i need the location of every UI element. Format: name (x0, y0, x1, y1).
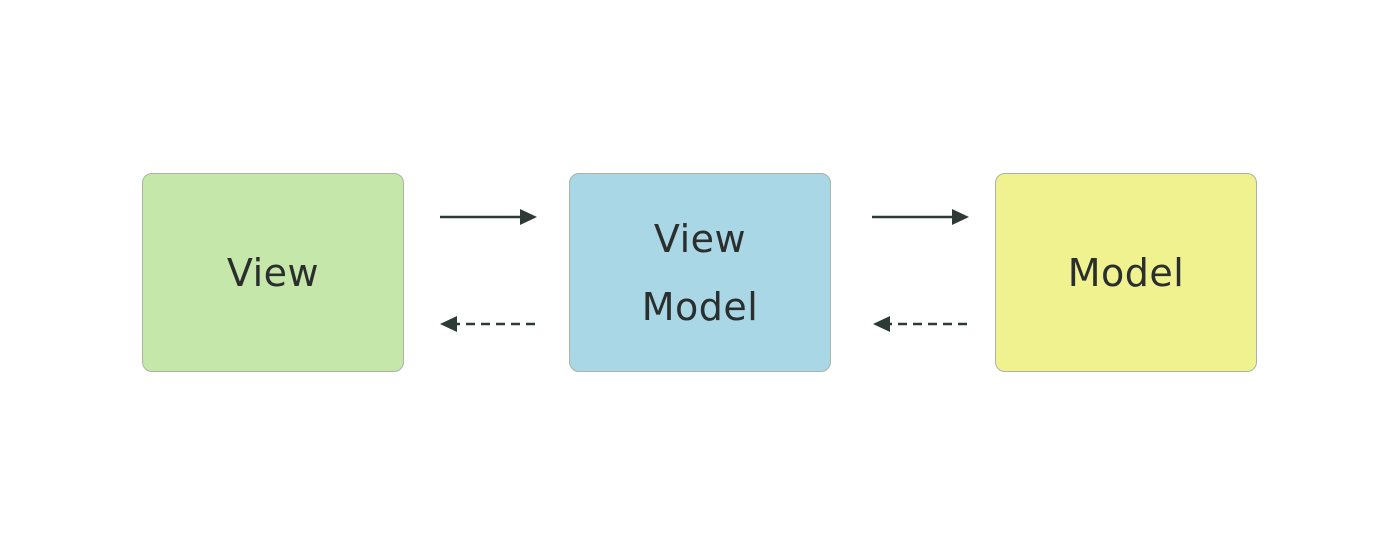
arrow-viewmodel-to-view (440, 316, 535, 332)
viewmodel-node-label-line1: View (653, 216, 747, 261)
viewmodel-node-label-line2: Model (641, 284, 759, 329)
view-node: View (142, 173, 404, 372)
view-node-label: View (226, 250, 320, 295)
arrow-view-to-viewmodel (440, 209, 537, 225)
model-node-label: Model (1067, 250, 1185, 295)
model-node: Model (995, 173, 1257, 372)
arrow-model-to-viewmodel (873, 316, 967, 332)
arrow-viewmodel-to-model (872, 209, 969, 225)
viewmodel-node: View Model (569, 173, 831, 372)
